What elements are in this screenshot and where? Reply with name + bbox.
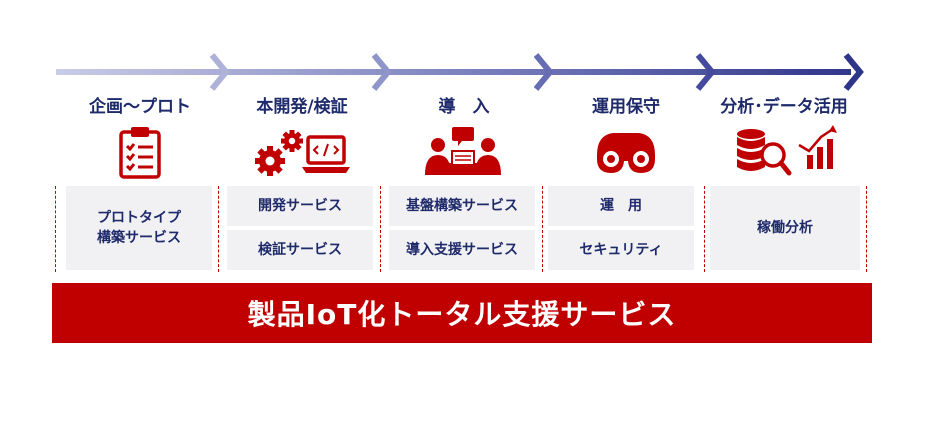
service-verification: 検証サービス — [227, 230, 373, 270]
divider-line — [218, 186, 219, 272]
divider-line — [542, 186, 543, 272]
divider-line — [380, 186, 381, 272]
people-meeting-icon — [384, 122, 544, 182]
service-deployment-support: 導入支援サービス — [389, 230, 535, 270]
database-magnifier-chart-icon — [704, 122, 864, 182]
chevron-1 — [209, 53, 230, 91]
service-operation-analysis: 稼働分析 — [710, 186, 860, 270]
total-support-banner: 製品IoT化トータル支援サービス — [52, 283, 872, 343]
phase-title-operate: 運用保守 — [592, 97, 660, 117]
chevron-end — [843, 53, 864, 91]
phase-title-analyze: 分析･データ活用 — [720, 97, 848, 117]
chevron-2 — [371, 53, 392, 91]
service-security: セキュリティ — [548, 230, 694, 270]
service-infrastructure: 基盤構築サービス — [389, 186, 535, 226]
gears-laptop-code-icon — [222, 122, 382, 182]
binoculars-icon — [546, 122, 706, 182]
phase-title-develop: 本開発/検証 — [256, 97, 348, 117]
divider-line — [704, 186, 705, 272]
phase-title-deploy: 導 入 — [438, 97, 490, 117]
divider-line — [866, 186, 867, 272]
service-prototype: プロトタイプ 構築サービス — [66, 186, 212, 270]
process-flow-arrow — [56, 53, 864, 91]
phase-title-plan: 企画～プロト — [89, 97, 191, 117]
service-development: 開発サービス — [227, 186, 373, 226]
chevron-4 — [695, 53, 716, 91]
chevron-3 — [533, 53, 554, 91]
service-operation: 運 用 — [548, 186, 694, 226]
clipboard-checklist-icon — [60, 122, 220, 182]
divider-line — [55, 186, 56, 272]
